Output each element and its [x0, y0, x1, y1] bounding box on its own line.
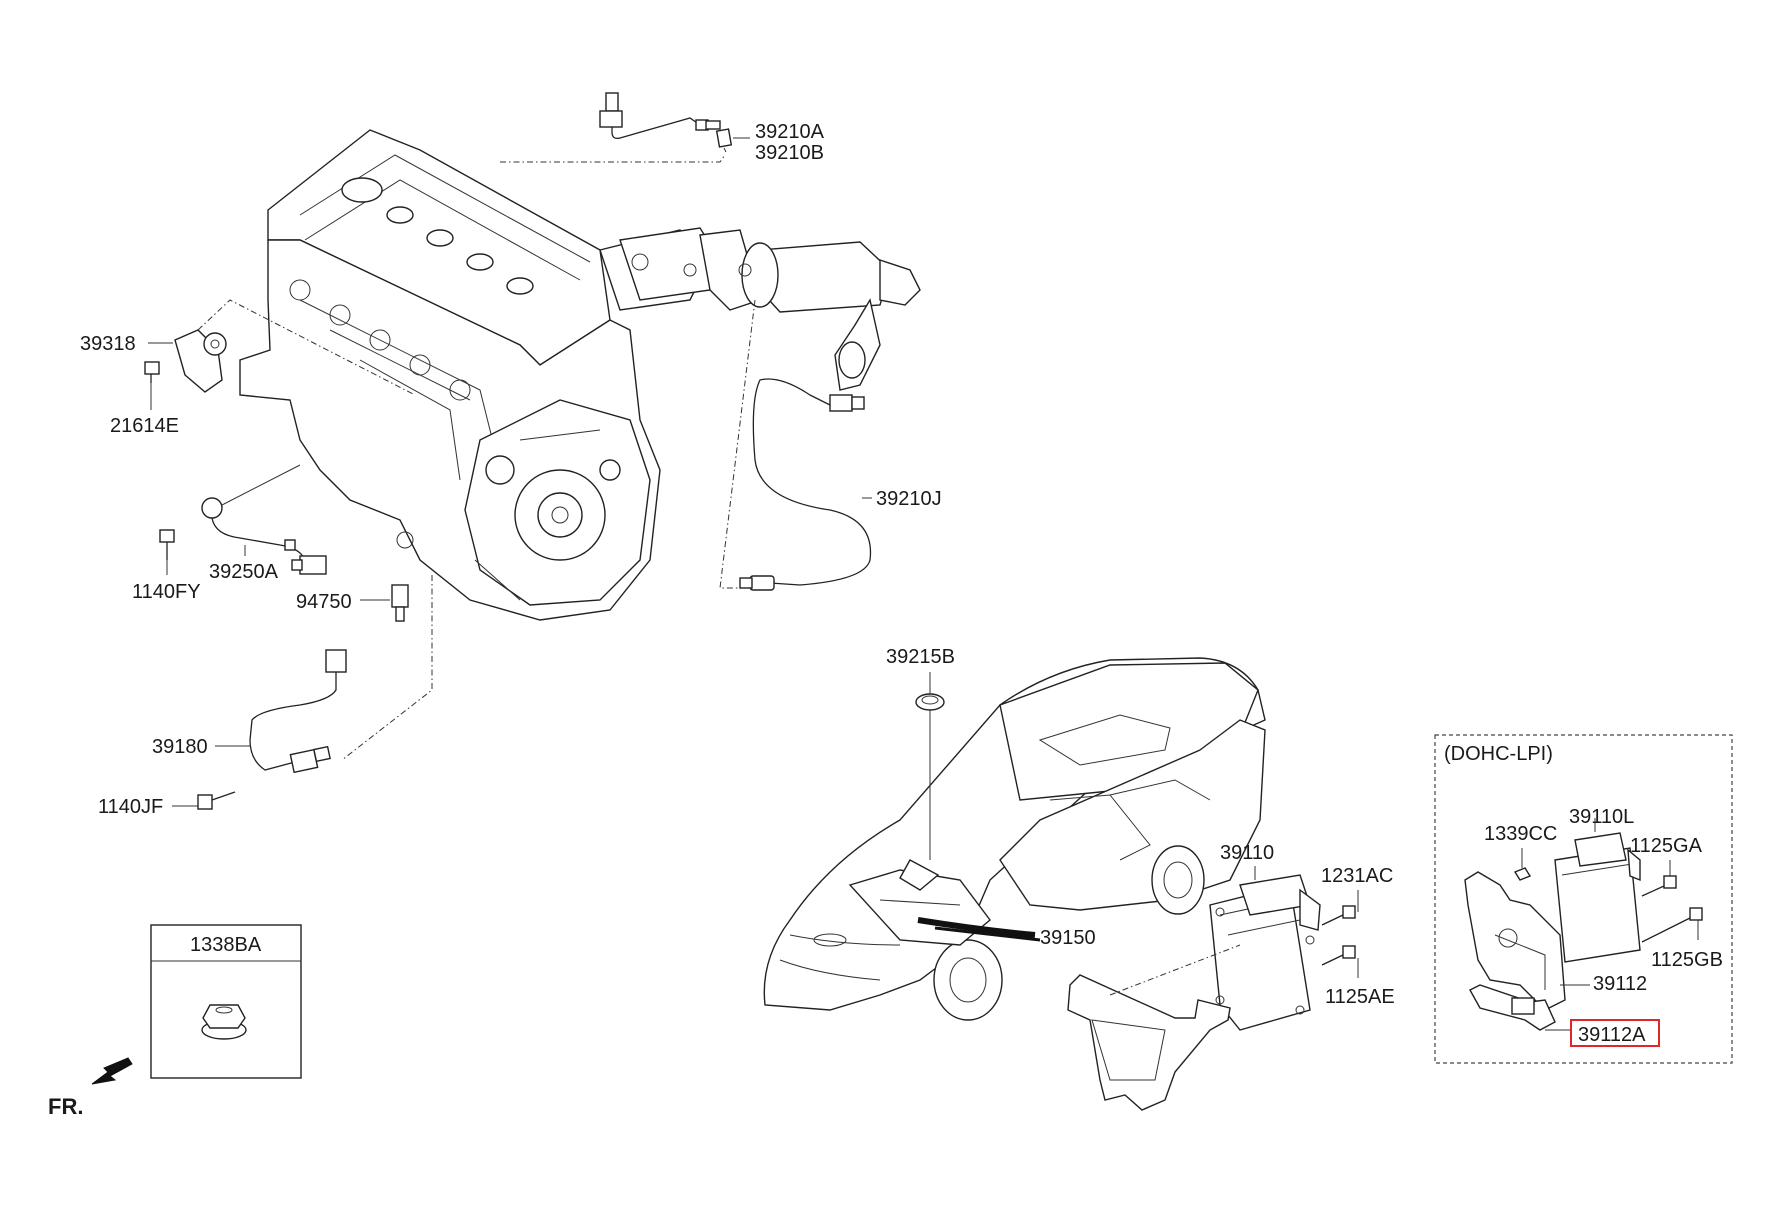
- part-label-1339CC[interactable]: 1339CC: [1484, 823, 1557, 845]
- dohc-lpi-title: (DOHC-LPI): [1444, 743, 1553, 765]
- part-label-1125GB[interactable]: 1125GB: [1651, 949, 1723, 971]
- part-label-39110L[interactable]: 39110L: [1569, 806, 1634, 828]
- part-label-1231AC[interactable]: 1231AC: [1321, 865, 1393, 887]
- lpi-bracket[interactable]: [1464, 871, 1566, 1011]
- lpi-ecu-module[interactable]: [1554, 832, 1641, 963]
- highlight-box: [1570, 1019, 1660, 1047]
- crank-position-sensor[interactable]: [197, 649, 347, 810]
- vehicle-outline: [763, 657, 1266, 1021]
- part-label-1140FY[interactable]: 1140FY: [132, 581, 201, 603]
- bolt-1231AC[interactable]: [1321, 905, 1356, 926]
- exhaust-manifold[interactable]: [599, 227, 921, 391]
- part-label-39180[interactable]: 39180: [152, 736, 208, 758]
- part-label-39250A[interactable]: 39250A: [209, 561, 279, 583]
- part-label-39210J[interactable]: 39210J: [876, 488, 942, 510]
- arrow-down-left-icon: [91, 1057, 133, 1085]
- part-label-1140JF[interactable]: 1140JF: [98, 796, 163, 818]
- dohc-lpi-box[interactable]: (DOHC-LPI) 39110L 39112 39112A 1339CC: [1434, 734, 1733, 1064]
- lpi-sub-bracket[interactable]: [1469, 984, 1556, 1031]
- part-label-39150[interactable]: 39150: [1040, 927, 1096, 949]
- part-label-21614E[interactable]: 21614E: [110, 415, 179, 437]
- part-label-94750[interactable]: 94750: [296, 591, 352, 613]
- part-label-39210A[interactable]: 39210A: [755, 121, 825, 143]
- bolt-1125GB[interactable]: [1641, 907, 1703, 943]
- oxygen-sensor-downstream[interactable]: [739, 378, 872, 591]
- part-label-1125GA[interactable]: 1125GA: [1630, 835, 1703, 857]
- nut-1338BA-box[interactable]: 1338BA: [150, 924, 302, 1079]
- nut-1339CC[interactable]: [1513, 867, 1532, 881]
- part-label-1338BA[interactable]: 1338BA: [190, 934, 262, 956]
- front-direction-marker: FR.: [48, 1057, 133, 1119]
- oxygen-sensor-upstream[interactable]: [599, 92, 733, 153]
- part-label-39215B[interactable]: 39215B: [886, 646, 955, 668]
- part-label-39112[interactable]: 39112: [1593, 973, 1647, 995]
- part-label-1125AE[interactable]: 1125AE: [1325, 986, 1395, 1008]
- bolt-1125GA[interactable]: [1641, 875, 1677, 897]
- ecu-module[interactable]: [1209, 874, 1321, 1031]
- part-label-39318[interactable]: 39318: [80, 333, 136, 355]
- part-label-39210B[interactable]: 39210B: [755, 142, 824, 164]
- part-label-39112A[interactable]: 39112A: [1578, 1024, 1646, 1046]
- engine-assembly[interactable]: [239, 129, 661, 621]
- cam-position-sensor[interactable]: [144, 329, 227, 393]
- knock-sensor[interactable]: [159, 497, 327, 575]
- part-label-39110[interactable]: 39110: [1220, 842, 1274, 864]
- front-label: FR.: [48, 1094, 83, 1119]
- bolt-1125AE[interactable]: [1321, 945, 1356, 966]
- hex-flange-nut-icon: [201, 1004, 247, 1040]
- grommet[interactable]: [915, 693, 945, 711]
- temperature-sensor[interactable]: [391, 531, 414, 622]
- ecu-bracket[interactable]: [1067, 974, 1231, 1111]
